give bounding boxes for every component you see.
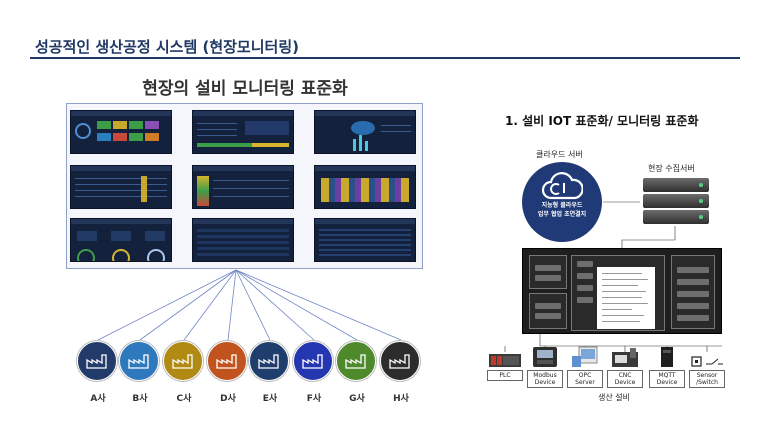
company-label: E사: [262, 394, 278, 404]
device-plc: PLC: [487, 350, 523, 381]
device-label: PLC: [487, 370, 523, 381]
factory-icon: [380, 341, 420, 381]
sensor-switch-icon: [689, 344, 725, 368]
document-icon: [597, 267, 655, 329]
factory-icon: [249, 341, 289, 381]
page-title: 성공적인 생산공정 시스템 (현장모니터링): [35, 38, 299, 56]
company-label: A사: [90, 394, 106, 404]
company-label: D사: [220, 394, 236, 404]
cloud-text-line: 지능형 클라우드: [541, 202, 583, 209]
company-f: F사: [293, 341, 335, 404]
dashboard-thumbnail: [192, 165, 294, 209]
dashboard-thumbnail: [314, 110, 416, 154]
factory-icon: [336, 341, 376, 381]
plc-icon: [487, 350, 523, 368]
company-label: G사: [349, 394, 365, 404]
factory-icon: [207, 341, 247, 381]
dashboard-thumbnail: [70, 110, 172, 154]
cloud-server: 지능형 클라우드 업무 협업 초연결지: [522, 162, 602, 242]
dashboard-thumbnail: [192, 110, 294, 154]
dashboard-thumbnail: [192, 218, 294, 262]
gateway-diagram: [522, 248, 722, 334]
company-c: C사: [163, 341, 205, 404]
dashboard-thumbnail: [314, 165, 416, 209]
dashboard-thumbnail: [70, 218, 172, 262]
company-g: G사: [336, 341, 378, 404]
company-h: H사: [380, 341, 422, 404]
monitoring-section-title: 현장의 설비 모니터링 표준화: [142, 79, 348, 99]
company-d: D사: [207, 341, 249, 404]
dashboard-thumbnails: [70, 110, 419, 266]
factory-icon: [293, 341, 333, 381]
factory-icon: [119, 341, 159, 381]
company-label: B사: [132, 394, 148, 404]
opc-server-icon: [567, 344, 603, 368]
cloud-text-line: 업무 협업 초연결지: [537, 211, 587, 218]
server-rack-icon: [643, 178, 709, 224]
dashboard-thumbnail: [70, 165, 172, 209]
cloud-icon: [541, 172, 583, 200]
production-equipment-label: 생산 설비: [598, 393, 630, 402]
factory-icon: [77, 341, 117, 381]
dashboard-thumbnail: [314, 218, 416, 262]
title-divider: [30, 57, 740, 59]
company-label: H사: [393, 394, 409, 404]
field-server-label: 현장 수집서버: [648, 164, 695, 173]
device-label: Sensor/Switch: [689, 370, 725, 388]
factory-icon: [163, 341, 203, 381]
company-a: A사: [77, 341, 119, 404]
mqtt-device-icon: [649, 344, 685, 368]
company-label: F사: [306, 394, 322, 404]
iot-section-title: 1. 설비 IOT 표준화/ 모니터링 표준화: [505, 114, 699, 128]
device-sensor: Sensor/Switch: [689, 344, 725, 388]
company-b: B사: [119, 341, 161, 404]
cnc-device-icon: [607, 344, 643, 368]
cloud-server-label: 클라우드 서버: [536, 150, 583, 159]
modbus-device-icon: [527, 344, 563, 368]
company-label: C사: [176, 394, 192, 404]
company-e: E사: [249, 341, 291, 404]
